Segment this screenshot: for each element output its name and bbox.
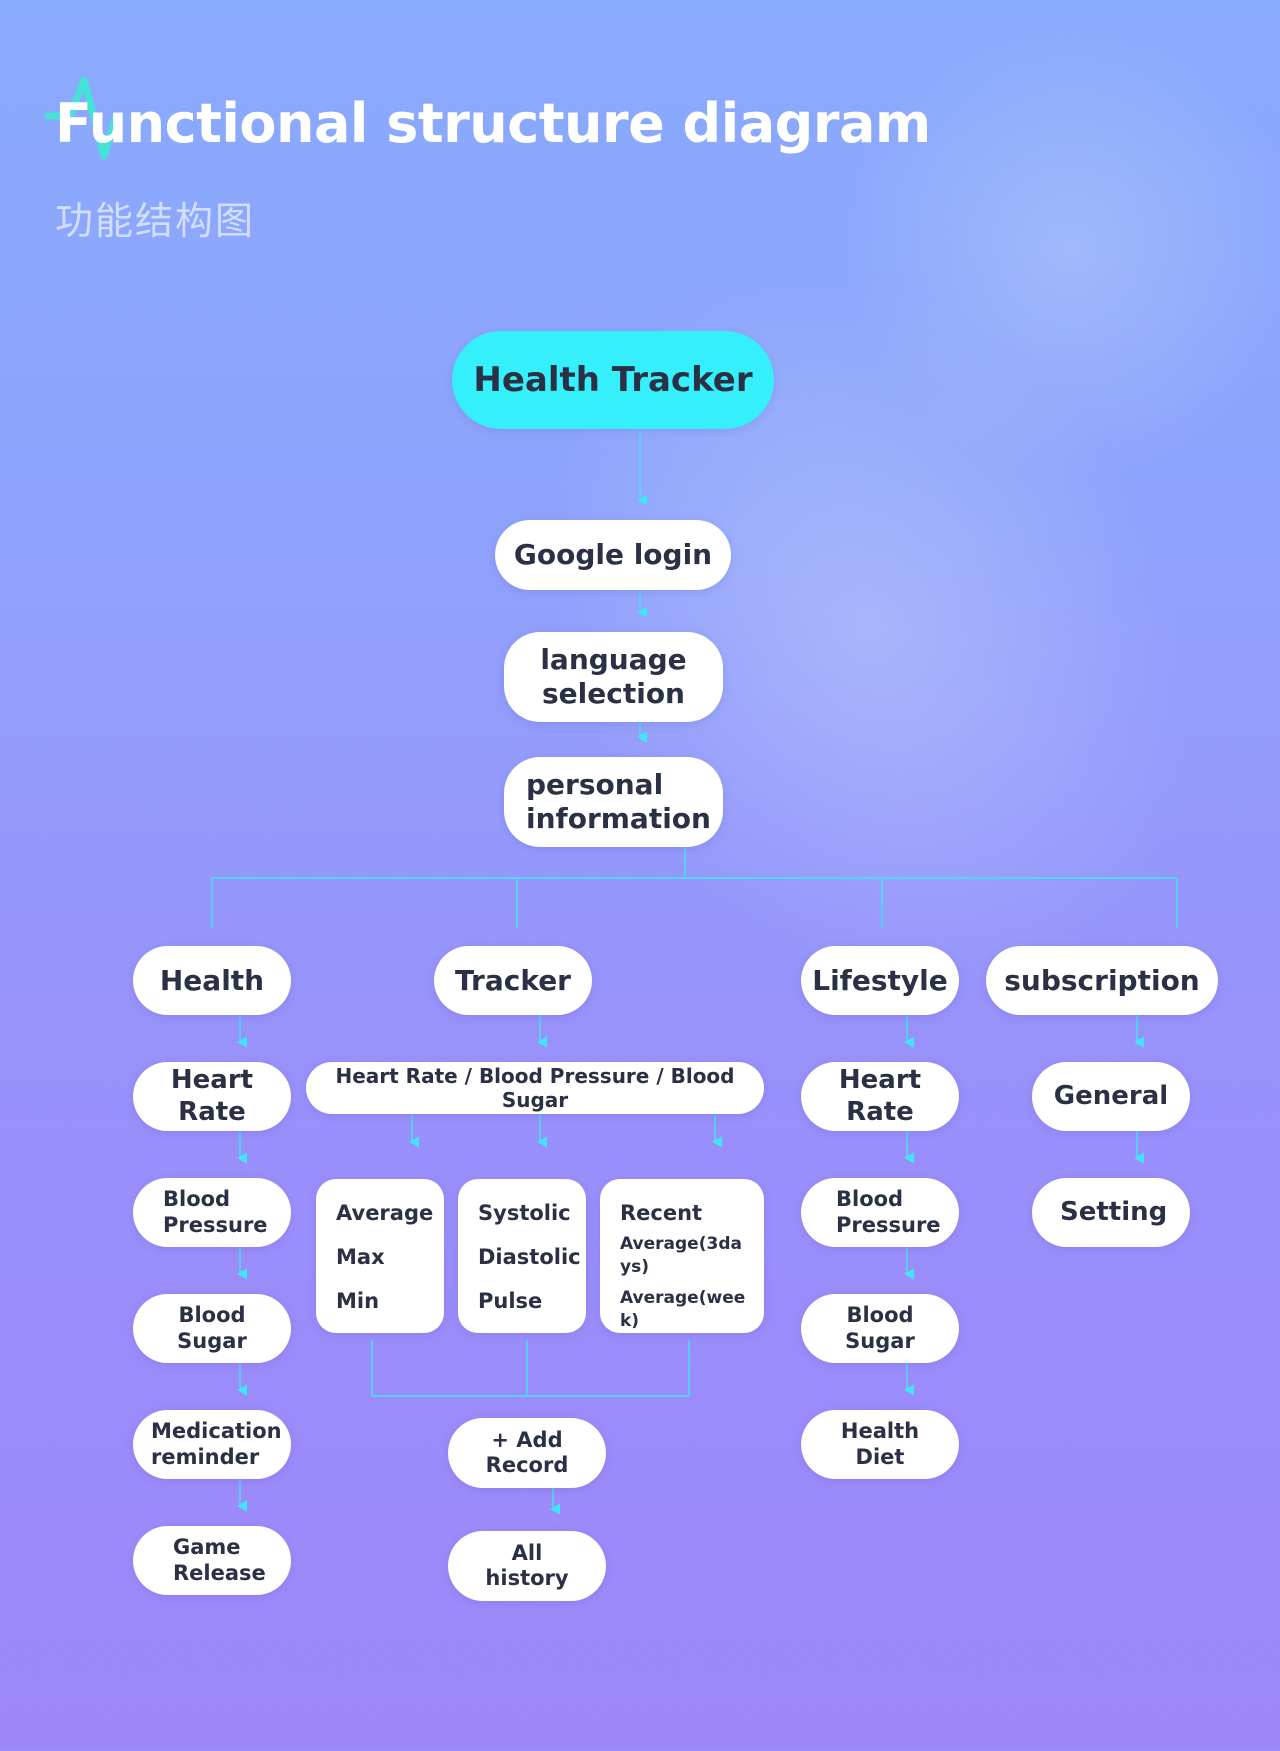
lifestyle-item-blood-pressure: Blood Pressure — [801, 1178, 959, 1247]
lifestyle-item-heart-rate: Heart Rate — [801, 1062, 959, 1131]
tracker-stats-card-recent: Recent Average(3days) Average(week) — [600, 1179, 764, 1333]
google-login-label: Google login — [513, 538, 713, 572]
category-tracker: Tracker — [434, 946, 592, 1015]
category-subscription: subscription — [986, 946, 1218, 1015]
subscription-item-setting: Setting — [1032, 1178, 1190, 1247]
all-history-node: All history — [448, 1531, 606, 1601]
health-item-blood-pressure: Blood Pressure — [133, 1178, 291, 1247]
category-tracker-label: Tracker — [455, 963, 571, 997]
lifestyle-item-health-diet: Health Diet — [801, 1410, 959, 1479]
root-node-label: Health Tracker — [473, 359, 753, 400]
health-item-heart-rate: Heart Rate — [133, 1062, 291, 1131]
root-node-health-tracker: Health Tracker — [452, 331, 774, 429]
add-record-node: + Add Record — [448, 1418, 606, 1488]
tracker-metrics-node: Heart Rate / Blood Pressure / Blood Suga… — [306, 1062, 764, 1114]
category-lifestyle: Lifestyle — [801, 946, 959, 1015]
health-item-medication-reminder: Medication reminder — [133, 1410, 291, 1479]
lifestyle-item-blood-sugar: Blood Sugar — [801, 1294, 959, 1363]
health-item-game-release: Game Release — [133, 1526, 291, 1595]
page-title: Functional structure diagram — [55, 92, 931, 155]
tracker-stats-card-average: Average Max Min — [316, 1179, 444, 1333]
page-subtitle: 功能结构图 — [55, 199, 256, 243]
pulse-logo-icon — [44, 76, 120, 160]
language-selection-node: language selection — [504, 632, 723, 722]
tracker-stats-card-pressure: Systolic Diastolic Pulse — [458, 1179, 586, 1333]
category-lifestyle-label: Lifestyle — [812, 963, 948, 997]
language-selection-label: language selection — [540, 643, 687, 710]
personal-information-label: personal information — [526, 768, 711, 835]
personal-information-node: personal information — [504, 757, 723, 847]
category-health-label: Health — [159, 963, 265, 997]
subscription-item-general: General — [1032, 1062, 1190, 1131]
google-login-node: Google login — [495, 520, 731, 590]
category-health: Health — [133, 946, 291, 1015]
health-item-blood-sugar: Blood Sugar — [133, 1294, 291, 1363]
category-subscription-label: subscription — [1004, 963, 1200, 997]
